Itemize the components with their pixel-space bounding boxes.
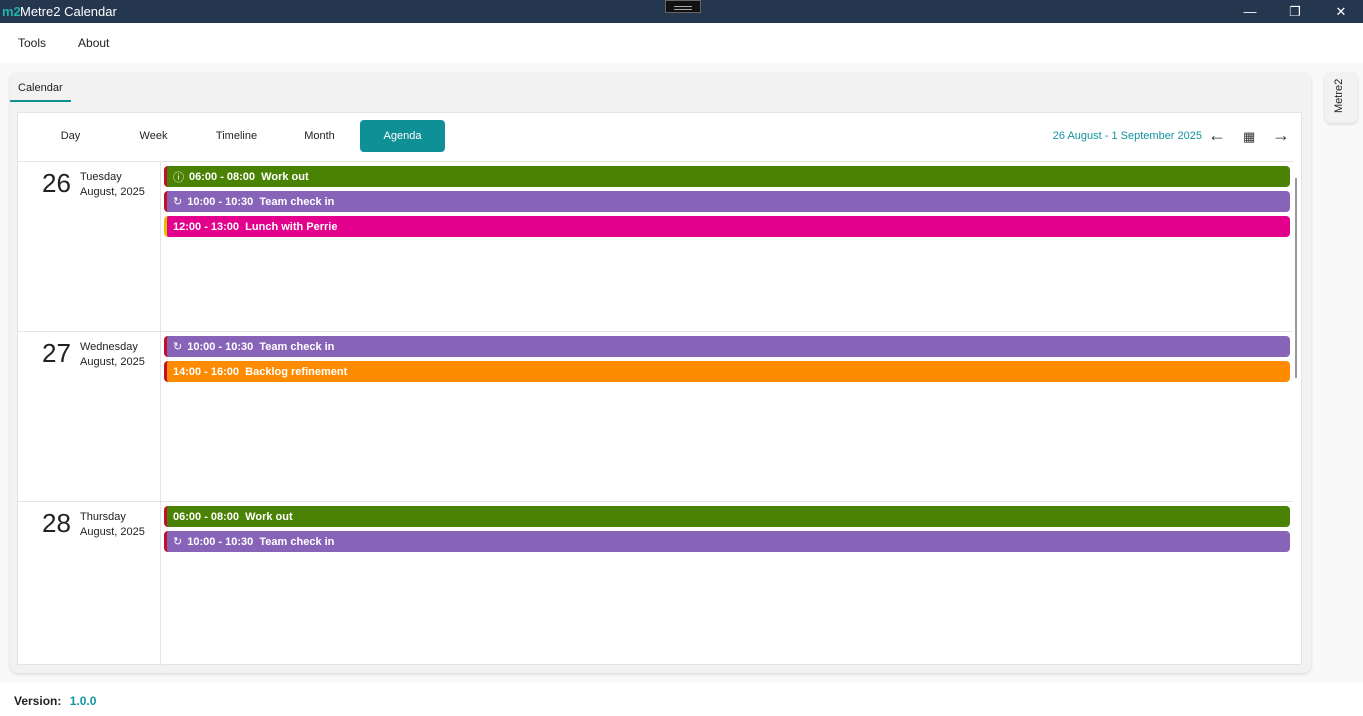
view-day-button[interactable]: Day — [60, 130, 81, 142]
menu-bar: Tools About — [0, 23, 1363, 63]
event-item[interactable]: ⓘ 06:00 - 08:00 Work out — [164, 166, 1290, 187]
title-bar: m2 Metre2 Calendar — ❐ ✕ — [0, 0, 1363, 23]
close-button[interactable]: ✕ — [1335, 3, 1347, 19]
date-range: 26 August - 1 September 2025 — [1052, 130, 1202, 142]
day-events: ⓘ 06:00 - 08:00 Work out ↻ 10:00 - 10:30 Te… — [161, 162, 1293, 331]
event-title: Backlog refinement — [245, 365, 348, 378]
maximize-button[interactable]: ❐ — [1289, 3, 1301, 19]
weekday: Thursday — [80, 511, 126, 523]
app-logo: m2 — [2, 4, 21, 19]
event-title: Lunch with Perrie — [245, 220, 338, 233]
minimize-button[interactable]: — — [1243, 4, 1257, 19]
event-item[interactable]: ↻ 10:00 - 10:30 Team check in — [164, 531, 1290, 552]
side-tab-metre2[interactable]: Metre2 — [1325, 73, 1357, 123]
month-year: August, 2025 — [80, 526, 145, 538]
event-item[interactable]: 06:00 - 08:00 Work out — [164, 506, 1290, 527]
next-arrow-icon[interactable]: → — [1272, 125, 1290, 145]
recurring-icon: ↻ — [173, 196, 183, 208]
event-title: Team check in — [259, 340, 335, 353]
prev-arrow-icon[interactable]: ← — [1208, 125, 1226, 145]
scrollbar[interactable] — [1295, 178, 1297, 378]
weekday: Wednesday — [80, 341, 138, 353]
version-value: 1.0.0 — [69, 694, 97, 708]
event-item[interactable]: 12:00 - 13:00 Lunch with Perrie — [164, 216, 1290, 237]
event-time: 06:00 - 08:00 — [173, 510, 240, 523]
drag-handle[interactable] — [665, 0, 701, 13]
alert-icon: ⓘ — [173, 171, 184, 184]
tab-calendar[interactable]: Calendar — [10, 73, 71, 102]
weekday: Tuesday — [80, 171, 122, 183]
day-number: 28 — [42, 508, 71, 538]
view-agenda-button[interactable]: Agenda — [360, 120, 445, 152]
recurring-icon: ↻ — [173, 536, 183, 548]
event-title: Work out — [245, 510, 293, 523]
calendar-icon[interactable]: ▦ — [1243, 129, 1256, 144]
view-month-button[interactable]: Month — [304, 130, 335, 142]
side-tab-label: Metre2 — [1333, 78, 1345, 113]
view-timeline-button[interactable]: Timeline — [215, 130, 258, 142]
view-week-button[interactable]: Week — [139, 130, 168, 142]
day-number: 27 — [42, 338, 71, 368]
event-time: 14:00 - 16:00 — [173, 365, 240, 378]
day-number: 26 — [42, 168, 71, 198]
menu-tools[interactable]: Tools — [18, 36, 47, 50]
window-title: Metre2 Calendar — [20, 4, 117, 19]
view-switcher: Day Week Timeline Month Agenda — [28, 120, 445, 152]
event-item[interactable]: ↻ 10:00 - 10:30 Team check in — [164, 336, 1290, 357]
recurring-icon: ↻ — [173, 341, 183, 353]
calendar-view: Day Week Timeline Month Agenda 26 August - 1… — [17, 112, 1302, 666]
event-item[interactable]: ↻ 10:00 - 10:30 Team check in — [164, 191, 1290, 212]
menu-about[interactable]: About — [78, 36, 110, 50]
event-title: Work out — [261, 170, 309, 183]
day-events: ↻ 10:00 - 10:30 Team check in 14:00 - 16:0… — [161, 332, 1293, 501]
footer: Version: 1.0.0 — [0, 683, 1363, 716]
event-time: 10:00 - 10:30 — [187, 535, 254, 548]
calendar-panel: Calendar Day Week Timeline Month Agenda 26 A… — [10, 73, 1311, 673]
event-title: Team check in — [259, 195, 335, 208]
event-time: 10:00 - 10:30 — [187, 195, 254, 208]
event-item[interactable]: 14:00 - 16:00 Backlog refinement — [164, 361, 1290, 382]
month-year: August, 2025 — [80, 186, 145, 198]
event-title: Team check in — [259, 535, 335, 548]
event-time: 06:00 - 08:00 — [189, 170, 256, 183]
event-time: 12:00 - 13:00 — [173, 220, 240, 233]
event-time: 10:00 - 10:30 — [187, 340, 254, 353]
version-label: Version: — [14, 694, 62, 708]
day-events: 06:00 - 08:00 Work out ↻ 10:00 - 10:30 Tea… — [161, 502, 1293, 666]
month-year: August, 2025 — [80, 356, 145, 368]
